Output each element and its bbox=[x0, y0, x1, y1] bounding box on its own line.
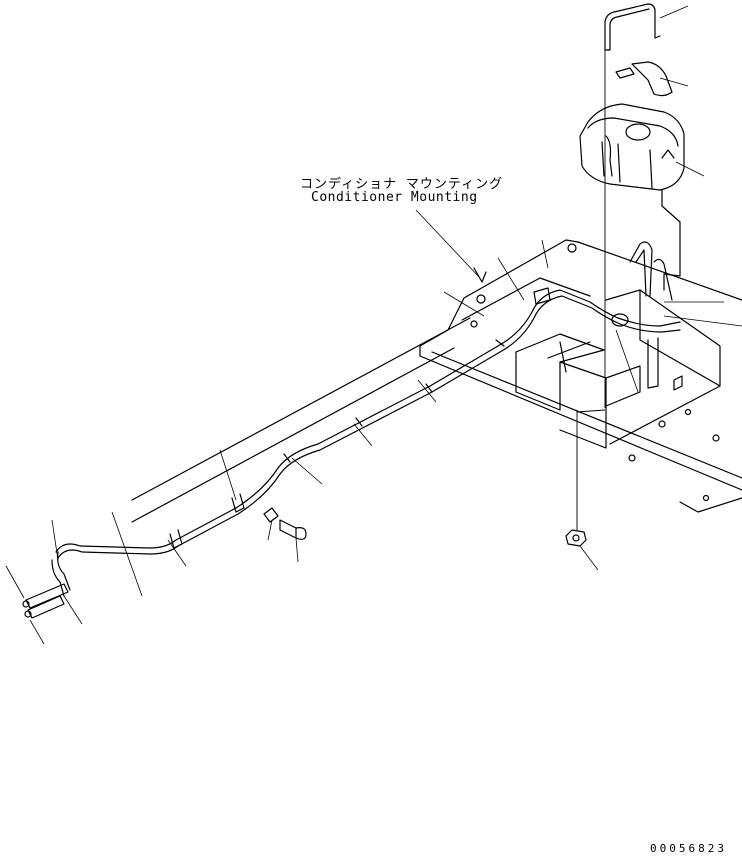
label-arrow bbox=[415, 209, 487, 283]
clip-part bbox=[615, 61, 673, 97]
leader-lines bbox=[5, 5, 742, 645]
housing-box bbox=[515, 289, 721, 449]
bolt-part bbox=[279, 519, 307, 540]
nut-part bbox=[565, 529, 587, 547]
back-panel bbox=[661, 189, 681, 291]
label-japanese: コンディショナ マウンティング bbox=[300, 177, 504, 192]
pipe-clamps bbox=[169, 287, 629, 549]
bracket-part bbox=[604, 3, 661, 51]
assembly-line bbox=[576, 50, 606, 530]
floor-plate bbox=[419, 239, 742, 513]
label-english: Conditioner Mounting bbox=[311, 190, 478, 205]
washer-part bbox=[263, 507, 279, 523]
conditioner-unit bbox=[579, 103, 685, 191]
pipe-fittings bbox=[22, 583, 69, 619]
drawing-code: 00056823 bbox=[650, 842, 727, 855]
rail bbox=[131, 317, 471, 523]
